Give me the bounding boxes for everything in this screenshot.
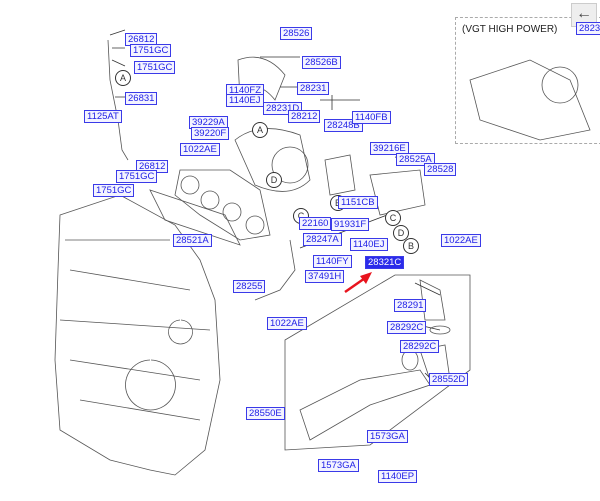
- part-label[interactable]: 1022AE: [267, 317, 307, 330]
- vgt-high-power-inset: [455, 17, 600, 144]
- callout-c: C: [385, 210, 401, 226]
- part-label[interactable]: 28525A: [396, 153, 435, 166]
- exhaust-manifold: [174, 169, 271, 241]
- part-label[interactable]: 1573GA: [367, 430, 408, 443]
- part-label[interactable]: 1151CB: [338, 196, 378, 209]
- heat-shield-right: [369, 169, 426, 216]
- part-label[interactable]: 1140EP: [378, 470, 418, 483]
- part-label[interactable]: 1751GC: [130, 44, 172, 57]
- part-label[interactable]: 28526: [280, 27, 313, 40]
- callout-d: D: [266, 172, 282, 188]
- part-label[interactable]: 28212: [288, 110, 321, 123]
- callout-d: D: [393, 225, 409, 241]
- red-arrow-icon: [344, 272, 372, 294]
- part-label-inset[interactable]: 2823: [576, 22, 600, 35]
- egr-cooler-box: [284, 274, 471, 451]
- engine-block-outline: [54, 194, 221, 476]
- part-label[interactable]: 28528: [424, 163, 457, 176]
- part-label[interactable]: 26831: [125, 92, 158, 105]
- callout-a: A: [252, 122, 268, 138]
- part-label[interactable]: 28552D: [429, 373, 469, 386]
- part-label[interactable]: 28255: [233, 280, 266, 293]
- callout-a: A: [115, 70, 131, 86]
- part-label[interactable]: 28526B: [302, 56, 341, 69]
- part-label[interactable]: 39220F: [191, 127, 230, 140]
- part-label[interactable]: 1140FY: [313, 255, 352, 268]
- part-label-selected[interactable]: 28321C: [365, 256, 405, 269]
- callout-b: B: [403, 238, 419, 254]
- part-label[interactable]: 28247A: [303, 233, 342, 246]
- part-label[interactable]: 22160: [299, 217, 332, 230]
- part-label[interactable]: 28292C: [387, 321, 427, 334]
- part-label[interactable]: 28291: [394, 299, 427, 312]
- part-label[interactable]: 1573GA: [318, 459, 359, 472]
- inset-title: (VGT HIGH POWER): [462, 24, 558, 35]
- part-label[interactable]: 1022AE: [441, 234, 481, 247]
- part-label[interactable]: 28550E: [246, 407, 285, 420]
- actuator: [324, 154, 356, 196]
- part-label[interactable]: 28231: [297, 82, 330, 95]
- part-label[interactable]: 1140FB: [352, 111, 391, 124]
- part-label[interactable]: 1022AE: [180, 143, 220, 156]
- part-label[interactable]: 1751GC: [93, 184, 135, 197]
- egr-cooler: [299, 369, 431, 441]
- manifold-gasket: [149, 189, 241, 246]
- part-label[interactable]: 1751GC: [134, 61, 176, 74]
- part-label[interactable]: 28292C: [400, 340, 440, 353]
- part-label[interactable]: 91931F: [331, 218, 370, 231]
- part-label[interactable]: 26812: [136, 160, 169, 173]
- back-arrow-icon[interactable]: ←: [571, 3, 597, 27]
- part-label[interactable]: 28521A: [173, 234, 212, 247]
- part-label[interactable]: 1751GC: [116, 170, 158, 183]
- egr-pipe: [254, 239, 296, 301]
- part-label[interactable]: 37491H: [305, 270, 345, 283]
- part-label[interactable]: 1125AT: [84, 110, 122, 123]
- part-label[interactable]: 1140EJ: [226, 94, 264, 107]
- part-label[interactable]: 39216E: [370, 142, 409, 155]
- part-label[interactable]: 1140EJ: [350, 238, 388, 251]
